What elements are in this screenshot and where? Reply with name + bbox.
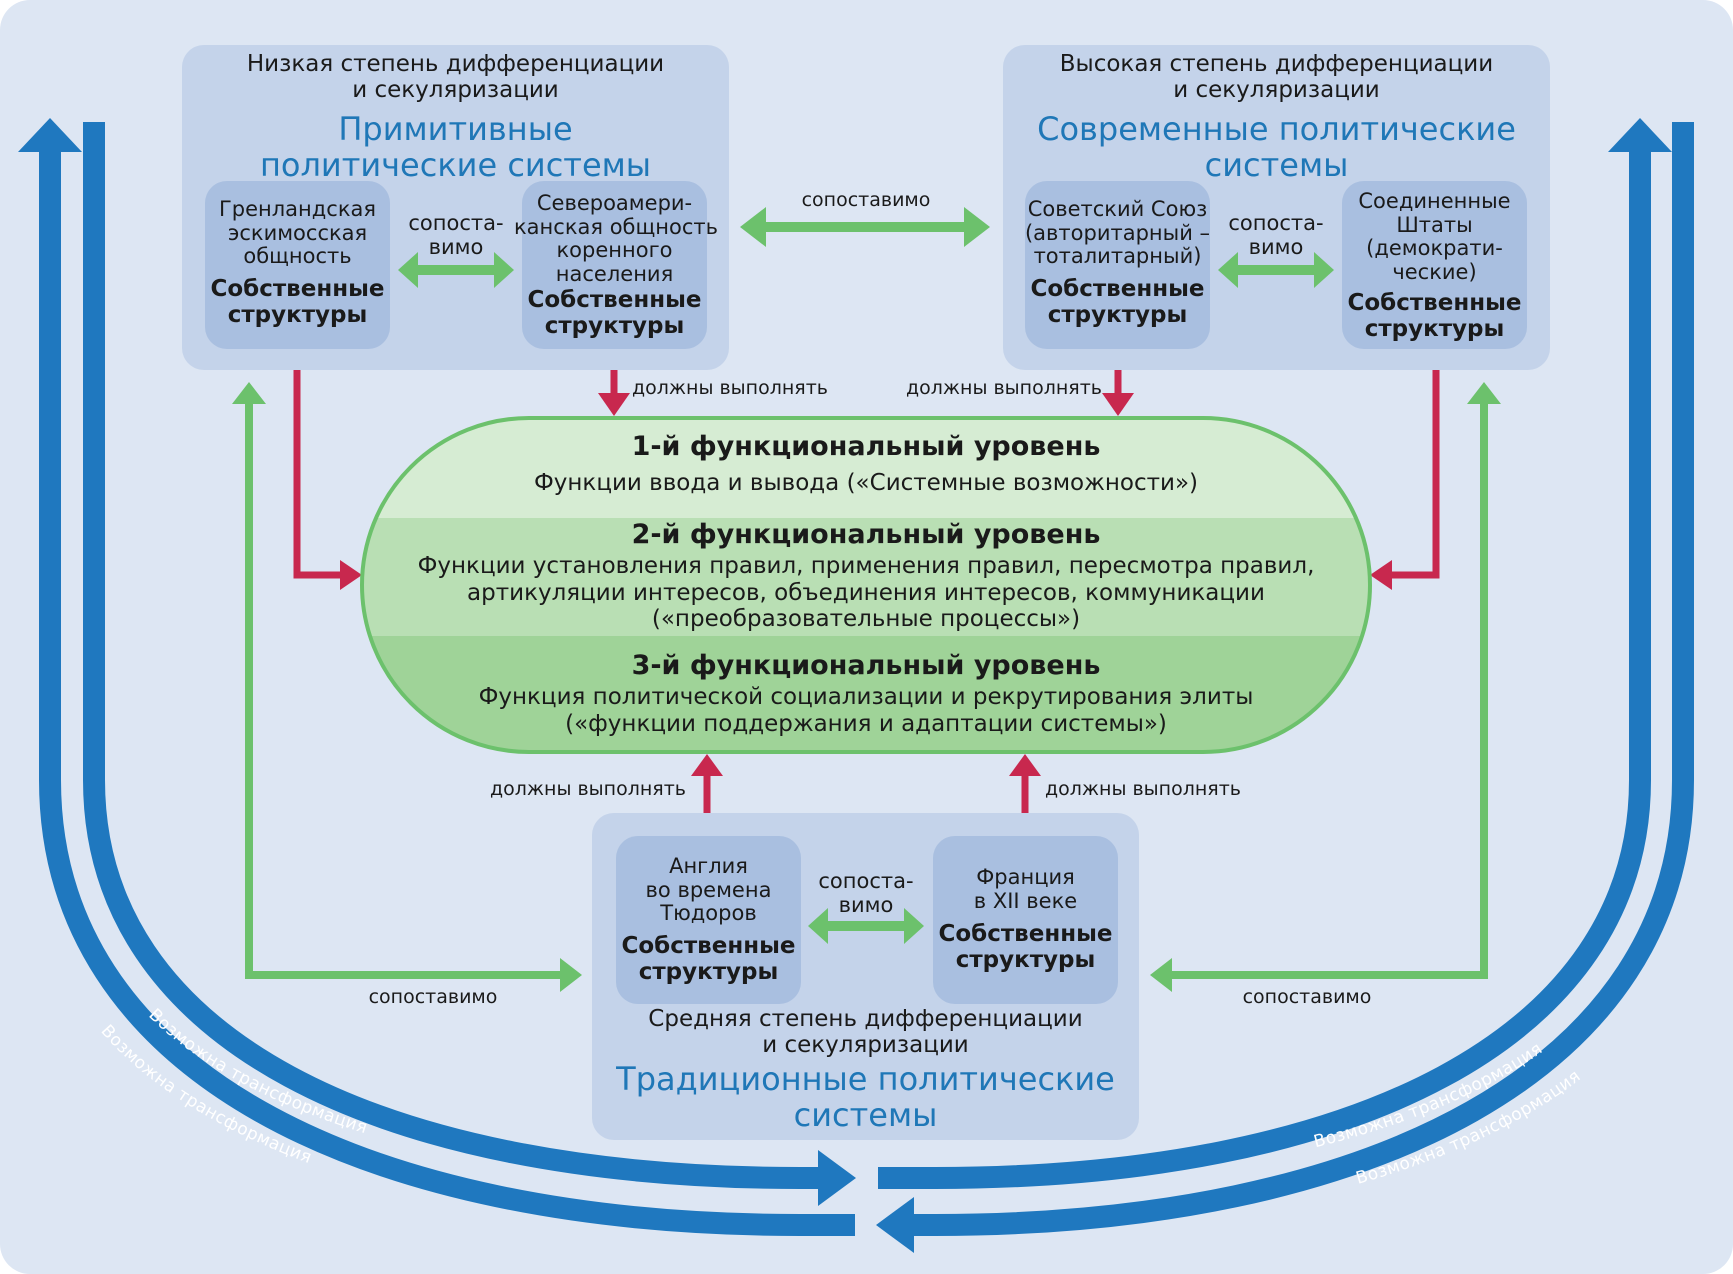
primitive-compare-label: сопоста-вимо — [408, 211, 504, 259]
modern-compare-arrow — [1218, 252, 1334, 288]
traditional-compare-arrow — [808, 908, 924, 944]
functional-level-3-title: 3-й функциональный уровень — [631, 650, 1101, 681]
must-perform-arrow-top-right-head — [1102, 393, 1134, 416]
comparable-arrow-right-head-up — [1467, 382, 1501, 404]
soviet-union-box — [1025, 181, 1210, 349]
transformation-arrow-right-inner-head — [1608, 118, 1672, 152]
transformation-arrow-right-outer — [912, 122, 1694, 1236]
france-box — [933, 836, 1118, 1004]
primitive-compare-arrow — [398, 252, 514, 288]
comparable-arrow-left — [245, 388, 560, 979]
must-perform-arrow-bottom-left-head — [691, 754, 723, 776]
functional-levels-ellipse — [362, 418, 1370, 752]
transformation-arrow-left-inner — [83, 122, 820, 1189]
must-perform-arrow-right-side-head — [1370, 560, 1392, 590]
comparable-arrow-top-head-left — [740, 207, 766, 247]
united-states-box — [1342, 181, 1527, 349]
soviet-union-name: Советский Союз(авторитарный –тоталитарны… — [1024, 197, 1211, 269]
must-perform-arrow-top-left-head — [598, 393, 630, 416]
functional-level-2-title: 2-й функциональный уровень — [631, 519, 1101, 550]
must-perform-arrow-bottom-right-head — [1009, 754, 1041, 776]
transformation-arrow-right-outer-head — [876, 1197, 914, 1253]
functional-level-1-title: 1-й функциональный уровень — [631, 431, 1101, 462]
north-america-box — [522, 181, 707, 349]
transformation-arrow-right-inner — [878, 150, 1651, 1189]
must-perform-arrow-left-side-head — [340, 560, 362, 590]
functional-level-3-text: Функция политической социализации и рекр… — [478, 684, 1254, 737]
must-perform-label-bottom-left: должны выполнять — [490, 778, 686, 800]
comparable-arrow-right — [1172, 388, 1488, 979]
comparable-arrow-top-head-right — [964, 207, 990, 247]
transformation-arrow-left-inner-head — [818, 1150, 856, 1206]
top-comparable-label: сопоставимо — [801, 189, 931, 211]
greenland-box — [205, 181, 390, 349]
comparable-arrow-right-head-left — [1150, 958, 1172, 992]
comparable-label-bottom-right: сопоставимо — [1242, 986, 1372, 1008]
transformation-arrow-left-outer — [39, 150, 855, 1236]
traditional-compare-label: сопоста-вимо — [818, 869, 914, 917]
modern-compare-label: сопоста-вимо — [1228, 211, 1324, 259]
functional-level-1-text: Функции ввода и вывода («Системные возмо… — [533, 470, 1198, 496]
must-perform-arrow-left-side — [293, 350, 340, 579]
tudor-england-box — [616, 836, 801, 1004]
functional-level-2-text: Функции установления правил, применения … — [417, 553, 1315, 633]
comparable-arrow-left-head-right — [560, 958, 582, 992]
comparable-label-bottom-left: сопоставимо — [368, 986, 498, 1008]
comparable-arrow-left-head-up — [232, 382, 266, 404]
must-perform-arrow-right-side — [1392, 350, 1440, 579]
must-perform-label-bottom-right: должны выполнять — [1045, 778, 1241, 800]
must-perform-label-top-right: должны выполнять — [906, 377, 1102, 399]
must-perform-label-top-left: должны выполнять — [632, 377, 828, 399]
transformation-arrow-left-outer-head — [18, 118, 82, 152]
